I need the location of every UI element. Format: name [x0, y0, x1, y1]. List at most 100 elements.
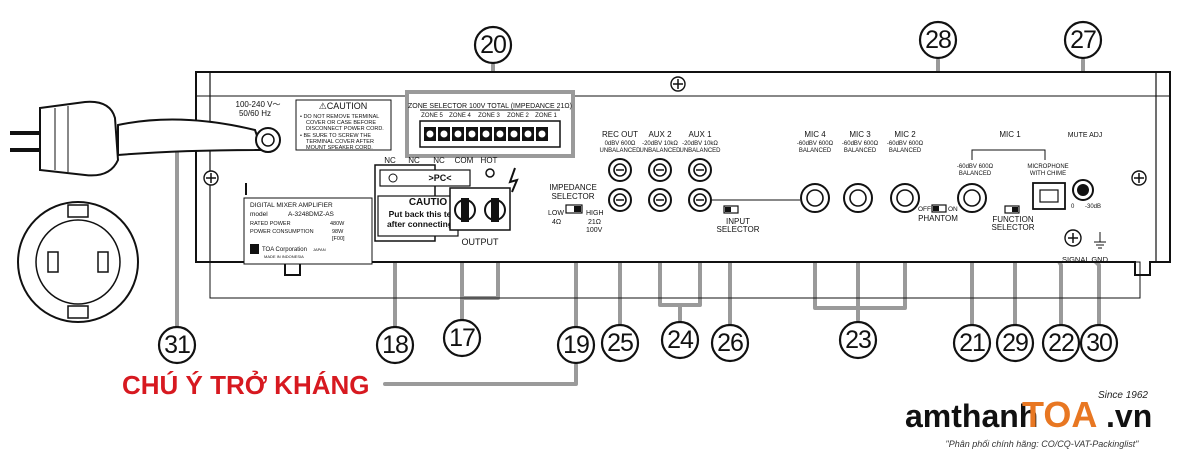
ground-icon	[1094, 232, 1106, 249]
impedance-selector: IMPEDANCE SELECTOR LOW 4Ω HIGH 21Ω 100V	[548, 183, 604, 234]
svg-text:21Ω: 21Ω	[588, 219, 601, 226]
callout-22: 22	[1041, 323, 1081, 363]
brand-logo: Since 1962 amthanh TOA .vn "Phân phối ch…	[905, 390, 1152, 449]
svg-text:JAPAN: JAPAN	[313, 247, 326, 252]
svg-text:30: 30	[1086, 329, 1112, 357]
svg-text:UNBALANCED: UNBALANCED	[639, 148, 681, 154]
lightning-icon	[508, 167, 519, 193]
svg-text:INPUT: INPUT	[726, 217, 750, 226]
svg-text:SIGNAL GND: SIGNAL GND	[1062, 255, 1109, 264]
callout-17: 17	[442, 318, 482, 358]
svg-text:MIC 3: MIC 3	[849, 130, 871, 139]
svg-text:27: 27	[1070, 26, 1096, 54]
svg-text:SELECTOR: SELECTOR	[717, 225, 760, 234]
svg-text:ZONE 3: ZONE 3	[478, 113, 500, 119]
svg-text:23: 23	[845, 326, 871, 354]
svg-text:-60dBV 600Ω: -60dBV 600Ω	[887, 141, 924, 147]
svg-text:21: 21	[959, 329, 985, 357]
svg-text:BALANCED: BALANCED	[959, 171, 992, 177]
svg-text:DISCONNECT POWER CORD.: DISCONNECT POWER CORD.	[306, 126, 384, 132]
svg-text:COVER OR CASE BEFORE: COVER OR CASE BEFORE	[306, 120, 376, 126]
svg-text:COM: COM	[455, 156, 474, 165]
svg-text:Put back this te: Put back this te	[389, 209, 452, 219]
callout-31: 31	[157, 325, 197, 365]
svg-text:model: model	[250, 211, 268, 218]
svg-text:LOW: LOW	[548, 210, 564, 217]
svg-text:SELECTOR: SELECTOR	[992, 223, 1035, 232]
power-socket-icon	[17, 201, 139, 323]
callout-24: 24	[660, 320, 700, 360]
svg-text:DIGITAL MIXER AMPLIFIER: DIGITAL MIXER AMPLIFIER	[250, 202, 333, 209]
svg-text:-20dBV 10kΩ: -20dBV 10kΩ	[642, 141, 678, 147]
callout-26: 26	[710, 323, 750, 363]
panel-screw	[203, 170, 219, 186]
panel-screw	[1131, 170, 1147, 186]
mic1-inputs: MIC 1 -60dBV 600Ω BALANCED MICROPHONE WI…	[957, 130, 1069, 213]
callout-19: 19	[556, 325, 596, 365]
svg-text:26: 26	[717, 329, 743, 357]
power-frequency-label: 50/60 Hz	[239, 109, 271, 118]
mic4-jack: MIC 4 -60dBV 600Ω BALANCED	[797, 130, 834, 213]
zone-selector-header: ZONE SELECTOR 100V TOTAL (IMPEDANCE 21Ω)	[408, 103, 572, 110]
svg-text:-60dBV 600Ω: -60dBV 600Ω	[842, 141, 879, 147]
svg-text:CAUTIO: CAUTIO	[409, 197, 448, 208]
svg-text:POWER CONSUMPTION: POWER CONSUMPTION	[250, 229, 314, 235]
svg-text:UNBALANCED: UNBALANCED	[679, 148, 721, 154]
phantom-switch: OFF ON PHANTOM	[918, 204, 958, 223]
svg-text:19: 19	[563, 331, 589, 359]
brand-tagline: "Phân phối chính hãng: CO/CQ-VAT-Packing…	[946, 439, 1140, 449]
svg-text:29: 29	[1002, 329, 1028, 357]
svg-text:31: 31	[164, 331, 190, 359]
svg-text:A-3248DMZ-AS: A-3248DMZ-AS	[288, 211, 335, 218]
brand-name-left: amthanh	[905, 398, 1038, 434]
callout-18: 18	[375, 325, 415, 365]
terminal-caution-label: ⚠CAUTION • DO NOT REMOVE TERMINAL COVER …	[295, 99, 392, 151]
svg-text:ZONE 4: ZONE 4	[449, 113, 471, 119]
power-rating-label: 100-240 V～	[236, 100, 281, 109]
svg-text:MIC 2: MIC 2	[894, 130, 916, 139]
zone-selector-terminal: ZONE SELECTOR 100V TOTAL (IMPEDANCE 21Ω)…	[405, 90, 575, 158]
svg-text:SELECTOR: SELECTOR	[552, 192, 595, 201]
svg-text:ON: ON	[948, 206, 958, 213]
callout-25: 25	[600, 323, 640, 363]
svg-text:HIGH: HIGH	[586, 210, 604, 217]
callout-29: 29	[995, 323, 1035, 363]
speaker-output-terminal: OUTPUT	[449, 167, 519, 247]
svg-text:MOUNT SPEAKER CORD.: MOUNT SPEAKER CORD.	[306, 145, 373, 151]
callout-27: 27	[1063, 20, 1103, 60]
rec-out-jacks: REC OUT 0dBV 600Ω UNBALANCED	[599, 130, 641, 212]
svg-text:ZONE 1: ZONE 1	[535, 113, 557, 119]
svg-text:NC: NC	[384, 156, 396, 165]
svg-text:MIC 1: MIC 1	[999, 130, 1021, 139]
svg-text:• BE SURE TO SCREW THE: • BE SURE TO SCREW THE	[300, 133, 371, 139]
svg-text:ZONE 2: ZONE 2	[507, 113, 529, 119]
callout-23: 23	[838, 320, 878, 360]
svg-text:AUX 1: AUX 1	[688, 130, 712, 139]
svg-text:98W: 98W	[332, 229, 344, 235]
svg-text:480W: 480W	[330, 221, 345, 227]
svg-text:MICROPHONE: MICROPHONE	[1027, 164, 1068, 170]
svg-text:TERMINAL COVER AFTER: TERMINAL COVER AFTER	[306, 139, 374, 145]
svg-text:REC OUT: REC OUT	[602, 130, 638, 139]
svg-text:MUTE ADJ: MUTE ADJ	[1068, 132, 1103, 139]
brand-name-toa: TOA	[1022, 394, 1097, 435]
svg-text:20: 20	[480, 31, 506, 59]
callout-20: 20	[473, 25, 513, 65]
panel-screw	[670, 76, 686, 92]
output-label: OUTPUT	[462, 237, 500, 247]
svg-text:18: 18	[382, 331, 408, 359]
mute-adjust-knob: MUTE ADJ 0 -30dB	[1068, 132, 1103, 210]
nameplate: DIGITAL MIXER AMPLIFIER model A-3248DMZ-…	[243, 183, 373, 265]
svg-text:• DO NOT REMOVE TERMINAL: • DO NOT REMOVE TERMINAL	[300, 114, 379, 120]
svg-text:-30dB: -30dB	[1085, 204, 1101, 210]
power-cord	[10, 100, 281, 177]
svg-text:[F00]: [F00]	[332, 236, 345, 242]
signal-ground-terminal: SIGNAL GND	[1062, 229, 1109, 264]
function-selector: FUNCTION SELECTOR	[992, 205, 1035, 232]
svg-text:-20dBV 10kΩ: -20dBV 10kΩ	[682, 141, 718, 147]
svg-text:25: 25	[607, 329, 633, 357]
svg-text:0: 0	[1071, 204, 1075, 210]
terminal-cover: >PC< CAUTIO Put back this te after conne…	[374, 164, 471, 242]
toa-logo-icon	[250, 244, 259, 254]
svg-text:24: 24	[667, 326, 694, 354]
